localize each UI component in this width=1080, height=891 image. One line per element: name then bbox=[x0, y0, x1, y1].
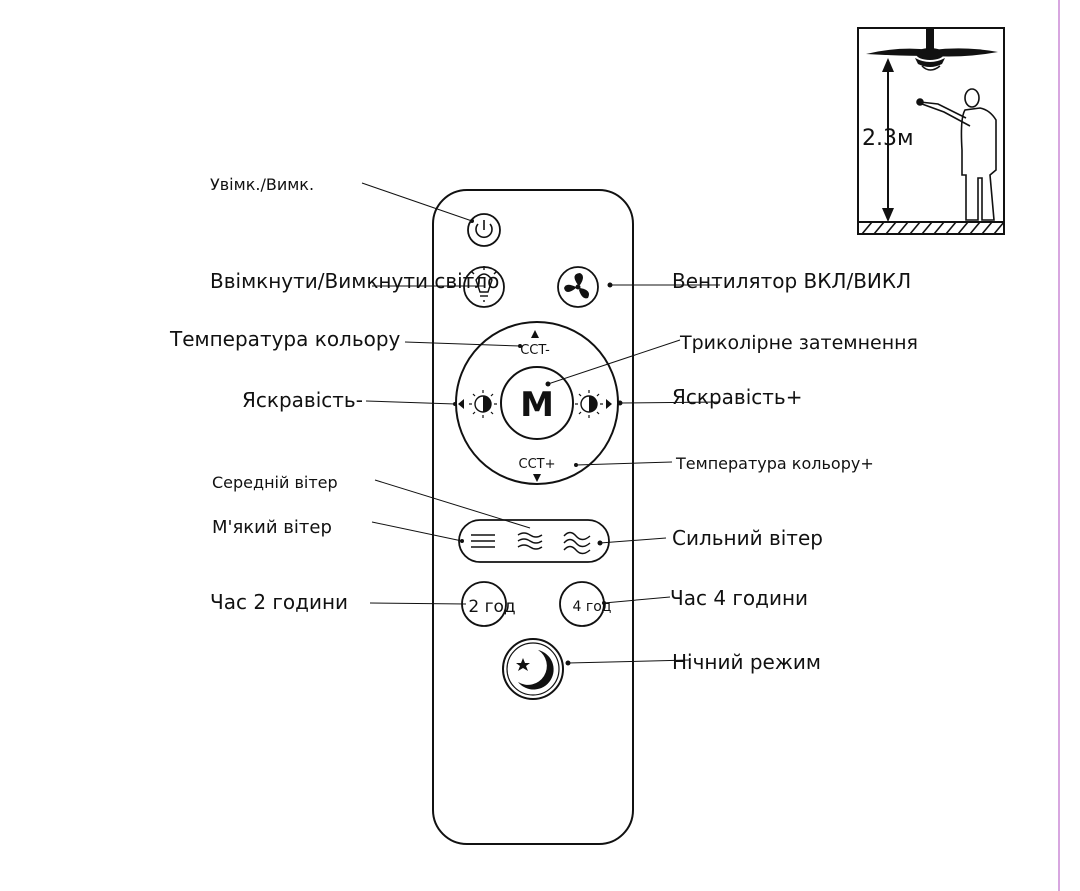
timer-2h-text: 2 год bbox=[468, 597, 515, 617]
left-arrow-icon bbox=[458, 399, 464, 409]
person-icon bbox=[916, 88, 997, 221]
strong-wind-button[interactable] bbox=[563, 531, 591, 555]
label-fan: Вентилятор ВКЛ/ВИКЛ bbox=[672, 269, 911, 293]
night-mode-button[interactable] bbox=[502, 638, 564, 700]
ceiling-fan-icon bbox=[866, 28, 998, 71]
moon-star-icon bbox=[516, 650, 554, 690]
light-bulb-icon bbox=[470, 266, 498, 302]
soft-wind-icon bbox=[471, 534, 495, 548]
floor-hatching bbox=[858, 221, 1005, 235]
down-arrow-icon bbox=[533, 474, 541, 482]
height-arrow bbox=[882, 58, 894, 222]
label-timer-4h: Час 4 години bbox=[670, 586, 808, 610]
fan-button[interactable] bbox=[557, 266, 599, 308]
label-cct-minus: Температура кольору bbox=[169, 327, 401, 351]
cct-minus-button[interactable]: CCT- bbox=[520, 330, 550, 358]
brightness-icon-right bbox=[575, 390, 603, 418]
side-rule bbox=[1058, 0, 1060, 891]
label-soft-wind: М'який вітер bbox=[212, 517, 332, 538]
power-icon bbox=[475, 220, 493, 239]
label-light: Ввімкнути/Вимкнути світло bbox=[210, 269, 499, 293]
light-button[interactable] bbox=[463, 266, 505, 308]
soft-wind-button[interactable] bbox=[471, 534, 495, 548]
height-label: 2.3м bbox=[862, 126, 914, 151]
brightness-icon-left bbox=[469, 390, 497, 418]
label-cct-plus: Температура кольору+ bbox=[675, 454, 874, 473]
power-button[interactable] bbox=[467, 213, 501, 247]
medium-wind-icon bbox=[517, 532, 543, 550]
fan-icon bbox=[564, 273, 589, 299]
leader-lines bbox=[361, 182, 721, 664]
label-medium-wind: Середній вітер bbox=[212, 473, 338, 492]
label-night-mode: Нічний режим bbox=[672, 650, 821, 674]
timer-4h-button[interactable]: 4 год bbox=[559, 581, 612, 627]
label-brightness-plus: Яскравість+ bbox=[672, 385, 802, 409]
ceiling-fan-illustration: 2.3м bbox=[857, 27, 1005, 235]
mode-button[interactable]: M bbox=[520, 385, 554, 425]
cct-plus-button[interactable]: CCT+ bbox=[519, 457, 556, 482]
timer-4h-text: 4 год bbox=[573, 599, 612, 615]
leader-dots bbox=[453, 219, 623, 666]
label-brightness-minus: Яскравість- bbox=[242, 388, 363, 412]
medium-wind-button[interactable] bbox=[517, 532, 543, 550]
up-arrow-icon bbox=[531, 330, 539, 338]
right-arrow-icon bbox=[606, 399, 612, 409]
cct-plus-text: CCT+ bbox=[519, 457, 556, 472]
label-power: Увімк./Вимк. bbox=[210, 175, 314, 194]
label-timer-2h: Час 2 години bbox=[210, 590, 348, 614]
label-tricolor: Триколірне затемнення bbox=[679, 332, 918, 354]
cct-minus-text: CCT- bbox=[520, 343, 550, 358]
wind-speed-panel bbox=[458, 519, 610, 563]
brightness-plus-button[interactable] bbox=[575, 390, 612, 418]
label-strong-wind: Сильний вітер bbox=[672, 526, 823, 550]
brightness-minus-button[interactable] bbox=[458, 390, 497, 418]
strong-wind-icon bbox=[563, 531, 591, 555]
direction-ring bbox=[455, 321, 619, 485]
mode-text: M bbox=[520, 385, 554, 425]
